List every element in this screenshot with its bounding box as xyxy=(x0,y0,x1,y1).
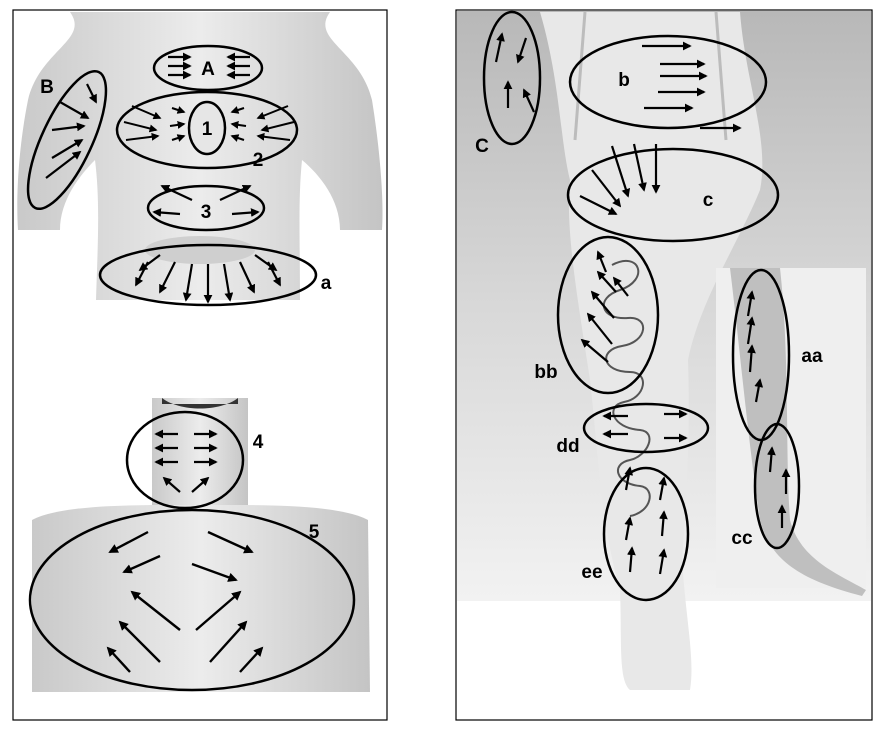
zone-1: 1 xyxy=(189,102,225,154)
label-B: B xyxy=(40,77,54,98)
label-bb: bb xyxy=(534,362,557,383)
label-a: a xyxy=(321,273,332,294)
left-panel: A 2 1 B xyxy=(13,10,387,720)
label-b: b xyxy=(618,70,630,91)
front-arm-shadow xyxy=(145,236,255,264)
label-2: 2 xyxy=(253,150,264,171)
right-panel: C b c xyxy=(456,10,872,720)
label-5: 5 xyxy=(309,522,320,543)
label-c: c xyxy=(703,190,714,211)
label-1: 1 xyxy=(202,119,213,140)
label-3: 3 xyxy=(201,202,212,223)
label-4: 4 xyxy=(253,432,264,453)
label-C: C xyxy=(475,136,489,157)
label-dd: dd xyxy=(556,436,579,457)
label-ee: ee xyxy=(581,562,602,583)
label-cc: cc xyxy=(731,528,753,549)
label-A: A xyxy=(201,59,215,80)
label-aa: aa xyxy=(801,346,823,367)
